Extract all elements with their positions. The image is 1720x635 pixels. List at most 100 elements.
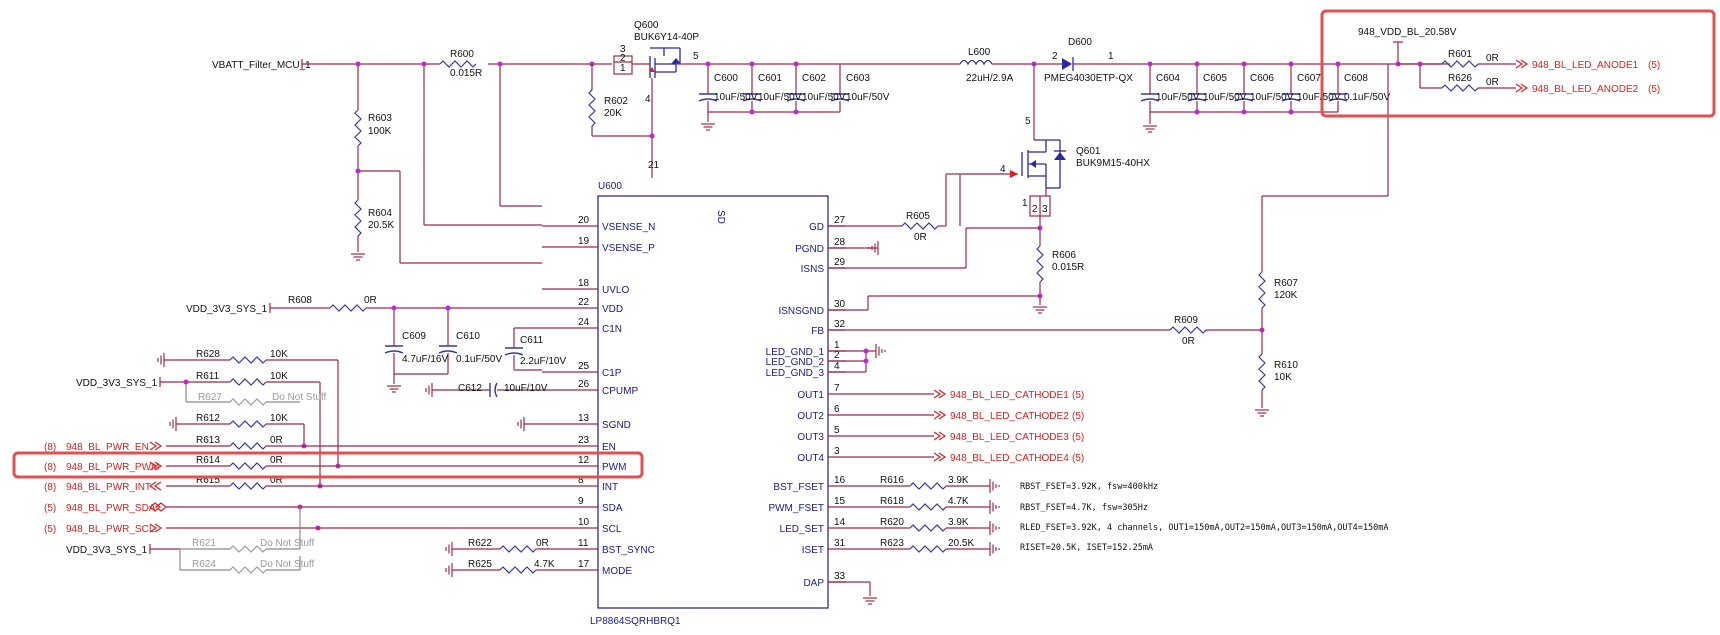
r603-ref: R603: [368, 113, 392, 124]
ic-pin-name: CPUMP: [602, 386, 638, 397]
ic-part: LP8864SQRHBRQ1: [590, 616, 681, 627]
r602-val: 20K: [604, 108, 622, 119]
cathode-ref: (5): [1072, 390, 1084, 401]
r600-ref: R600: [450, 49, 474, 60]
fset-res-ref: R620: [880, 517, 904, 528]
ic-pin-name: INT: [602, 482, 618, 493]
r611-val: 10K: [270, 371, 288, 382]
ic-pin-num: 32: [834, 319, 846, 330]
l600-ref: L600: [968, 47, 991, 58]
ctrl-ref: (5): [44, 524, 56, 535]
c607-ref: C607: [1297, 73, 1321, 84]
anode2-ref: (5): [1648, 84, 1660, 95]
ctrl-net: 948_BL_PWR_INT: [66, 482, 151, 493]
r608-val: 0R: [364, 295, 377, 306]
fset-res-val: 3.9K: [948, 517, 969, 528]
c601-val: 10uF/50V: [758, 92, 802, 103]
c610-ref: C610: [456, 331, 480, 342]
r602-ref: R602: [604, 96, 628, 107]
c606-val: 10uF/50V: [1250, 92, 1294, 103]
ic-pin-num: 20: [578, 215, 590, 226]
ctrl-net: 948_BL_PWR_SCL: [66, 524, 155, 535]
cathode-ref: (5): [1072, 453, 1084, 464]
c600-ref: C600: [714, 73, 738, 84]
ic-pin-name: BST_SYNC: [602, 545, 655, 556]
r628-val: 10K: [270, 349, 288, 360]
ic-pin-name: C1N: [602, 324, 622, 335]
r609-val: 0R: [1182, 336, 1195, 347]
svg-text:5: 5: [1025, 116, 1031, 127]
ctrl-ref: (8): [44, 442, 56, 453]
anode1-net: 948_BL_LED_ANODE1: [1532, 60, 1639, 71]
ic-ref: U600: [598, 181, 622, 192]
vdd-bl-net-label: 948_VDD_BL_20.58V: [1358, 27, 1457, 38]
r604-ref: R604: [368, 208, 392, 219]
ic-pin-name: DAP: [803, 578, 824, 589]
c602-ref: C602: [802, 73, 826, 84]
r603-val: 100K: [368, 126, 392, 137]
anode1-ref: (5): [1648, 60, 1660, 71]
c607-val: 10uF/50V: [1297, 92, 1341, 103]
ic-pin-num: 6: [834, 404, 840, 415]
ctrl-res-ref: R614: [196, 455, 220, 466]
c606-ref: C606: [1250, 73, 1274, 84]
anode-highlight: [1320, 9, 1716, 118]
svg-text:3: 3: [620, 44, 626, 55]
ic-pin-name: OUT4: [797, 453, 824, 464]
ic-pin-num: 19: [578, 236, 590, 247]
ic-pin-num: 7: [834, 383, 840, 394]
ic-pin-num: 10: [578, 517, 590, 528]
ic-pin-name: PWM: [602, 462, 626, 473]
ic-pin-num: 33: [834, 571, 846, 582]
l600-val: 22uH/2.9A: [966, 73, 1014, 84]
q601-ref: Q601: [1076, 146, 1101, 157]
r621-val: Do Not Stuff: [260, 538, 315, 549]
fset-res-val: 4.7K: [948, 496, 969, 507]
cathode-ref: (5): [1072, 432, 1084, 443]
svg-text:1: 1: [1022, 198, 1028, 209]
d600-diode: 2 1: [1052, 51, 1114, 71]
svg-text:4: 4: [1000, 164, 1006, 175]
note-bst-fset: RBST_FSET=3.92K, fsw=400kHz: [1020, 482, 1158, 492]
r612-ref: R612: [196, 413, 220, 424]
ctrl-res-val: 0R: [270, 455, 283, 466]
ic-pin-num: 24: [578, 317, 590, 328]
c610-val: 0.1uF/50V: [456, 354, 502, 365]
ctrl-net: 948_BL_PWR_SDA: [66, 503, 156, 514]
ic-pin-name: LED_GND_3: [766, 368, 825, 379]
r601-ref: R601: [1448, 49, 1472, 60]
c603-ref: C603: [846, 73, 870, 84]
r611-ref: R611: [196, 371, 220, 382]
fset-res-val: 20.5K: [948, 538, 974, 549]
c611-val: 2.2uF/10V: [520, 356, 566, 367]
r612-val: 10K: [270, 413, 288, 424]
cathode-net: 948_BL_LED_CATHODE1: [950, 390, 1069, 401]
ic-pin-num: 27: [834, 215, 846, 226]
c605-val: 10uF/50V: [1203, 92, 1247, 103]
ic-pin-num: 17: [578, 559, 590, 570]
svg-text:1: 1: [620, 63, 626, 74]
svg-text:2: 2: [620, 53, 626, 64]
r622-ref: R622: [468, 538, 492, 549]
vdd3v3-net-1: VDD_3V3_SYS_1: [186, 304, 268, 315]
ic-pin-name: OUT3: [797, 432, 824, 443]
r625-ref: R625: [468, 559, 492, 570]
note-led-set: RLED_FSET=3.92K, 4 channels, OUT1=150mA,…: [1020, 523, 1388, 533]
r622-val: 0R: [536, 538, 549, 549]
ic-pin-name: PWM_FSET: [768, 503, 824, 514]
q601-val: BUK9M15-40HX: [1076, 158, 1150, 169]
ic-pin-num: 25: [578, 361, 590, 372]
svg-text:4: 4: [645, 94, 651, 105]
ic-pin-name: FB: [811, 326, 824, 337]
r606-ref: R606: [1052, 250, 1076, 261]
cathode-ref: (5): [1072, 411, 1084, 422]
ic-pin-name: SGND: [602, 420, 631, 431]
cathode-net: 948_BL_LED_CATHODE3: [950, 432, 1069, 443]
ic-pin-num: 11: [578, 538, 589, 549]
ctrl-res-ref: R615: [196, 475, 220, 486]
ic-pin-name: LED_SET: [780, 524, 824, 535]
r625-val: 4.7K: [534, 559, 555, 570]
r610-ref: R610: [1274, 360, 1298, 371]
q601-mosfet: 5: [1021, 64, 1066, 189]
note-pwm-fset: RBST_FSET=4.7K, fsw=305Hz: [1020, 503, 1148, 513]
